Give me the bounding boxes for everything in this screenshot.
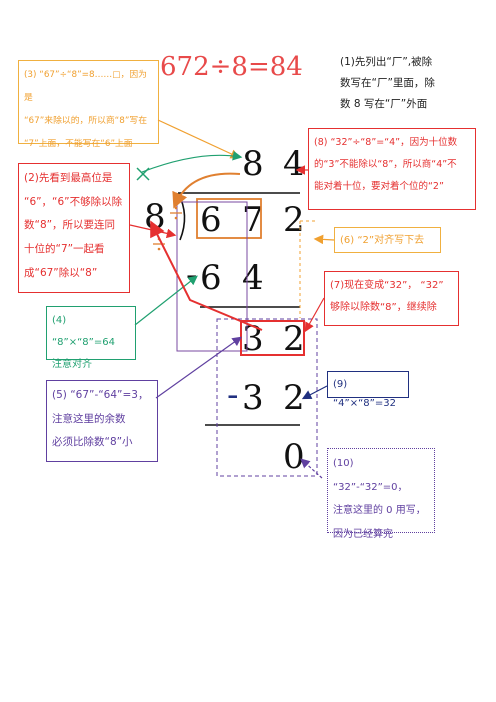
- note-2-line: 数“8”，所以要连同: [24, 219, 116, 232]
- note-5-box: (5) “67”-“64”=3， 注意这里的余数 必须比除数“8”小: [46, 380, 158, 462]
- quotient-ones-digit: 4: [283, 144, 305, 184]
- note-8-line: (8) “32”÷“8”=“4”，因为十位数: [314, 137, 458, 148]
- note-2-line: “6”，“6”不够除以除: [24, 195, 123, 208]
- note-10-line: 因为已经算完: [333, 528, 393, 540]
- note-9-box: (9) “4”×“8”=32: [327, 371, 409, 409]
- division-sign-icon: [153, 237, 165, 251]
- product-1-tens-digit: 6: [200, 258, 222, 298]
- note-8-box: (8) “32”÷“8”=“4”，因为十位数 的“3”不能除以“8”，所以商“4…: [308, 128, 476, 210]
- note-4-box: (4) “8”×“8”=64 注意对齐: [46, 306, 136, 370]
- final-remainder-digit: 0: [283, 437, 305, 477]
- arrow-crossover: [141, 151, 243, 173]
- divisor-digit: 8: [144, 197, 166, 237]
- dividend-tens-digit: 7: [242, 200, 264, 240]
- division-sign-icon: [170, 206, 182, 220]
- remainder-1-tens-digit: 3: [242, 319, 264, 359]
- equation-title: 672÷8=84: [160, 52, 303, 82]
- minus-sign: -: [186, 255, 198, 295]
- note-4-line: 注意对齐: [52, 359, 92, 370]
- product-1-ones-digit: 4: [242, 258, 264, 298]
- note-10-line: 注意这里的 0 用写，: [333, 505, 426, 516]
- note-3-box: (3) “67”÷“8”=8……□，因为是 “67”来除以的，所以商“8”写在 …: [18, 60, 159, 149]
- note-3-line: “67”来除以的，所以商“8”写在: [24, 115, 147, 126]
- step-1-line: (1)先列出“厂”,被除: [340, 56, 433, 68]
- note-7-box: (7)现在变成“32”， “32” 够除以除数“8”，继续除: [324, 271, 459, 326]
- step-1-line: 数 8 写在“厂”外面: [340, 98, 428, 110]
- note-5-line: 注意这里的余数: [52, 412, 126, 425]
- note-2-line: 十位的“7”一起看: [24, 242, 105, 255]
- note-2-line: 成“67”除以“8”: [24, 266, 98, 279]
- note-8-line: 能对着十位，要对着个位的“2”: [314, 180, 444, 192]
- product-2-tens-digit: 3: [242, 378, 264, 418]
- note-5-line: (5) “67”-“64”=3，: [52, 389, 149, 401]
- note-5-line: 必须比除数“8”小: [52, 436, 133, 449]
- note-7-line: 够除以除数“8”，继续除: [330, 302, 437, 313]
- note-2-box: (2)先看到最高位是 “6”，“6”不够除以除 数“8”，所以要连同 十位的“7…: [18, 163, 130, 293]
- arrow-note-9: [301, 385, 328, 400]
- remainder-1-ones-digit: 2: [283, 319, 305, 359]
- note-2-line: (2)先看到最高位是: [24, 172, 113, 184]
- note-7-line: (7)现在变成“32”， “32”: [330, 280, 444, 291]
- division-bracket: [177, 192, 300, 241]
- note-6-line: (6) “2”对齐写下去: [340, 235, 425, 246]
- note-3-line: “7”上面，不能写在“6”上面: [24, 138, 133, 149]
- note-4-line: (4) “8”×“8”=64: [52, 315, 115, 348]
- step-1-note: (1)先列出“厂”,被除 数写在“厂”里面，除 数 8 写在“厂”外面: [340, 52, 480, 115]
- arrow-note-7: [304, 297, 325, 333]
- note-8-line: 的“3”不能除以“8”，所以商“4”不: [314, 158, 457, 170]
- arrow-note-3: [157, 119, 241, 159]
- arrow-note-10: [300, 458, 323, 479]
- step-1-line: 数写在“厂”里面，除: [340, 77, 435, 89]
- note-9-line: (9) “4”×“8”=32: [333, 379, 396, 409]
- quotient-tens-digit: 8: [242, 144, 264, 184]
- arrow-note-6: [313, 234, 335, 245]
- note-10-line: (10) “32”-“32”=0，: [333, 458, 408, 493]
- note-6-box: (6) “2”对齐写下去: [334, 227, 441, 253]
- dividend-hundreds-digit: 6: [200, 200, 222, 240]
- product-2-ones-digit: 2: [283, 378, 305, 418]
- dividend-ones-digit: 2: [283, 200, 305, 240]
- note-3-line: (3) “67”÷“8”=8……□，因为是: [24, 70, 147, 103]
- cross-mark-icon: [136, 167, 150, 181]
- minus-sign: -: [227, 375, 239, 415]
- note-10-box: (10) “32”-“32”=0， 注意这里的 0 用写， 因为已经算完: [327, 448, 435, 540]
